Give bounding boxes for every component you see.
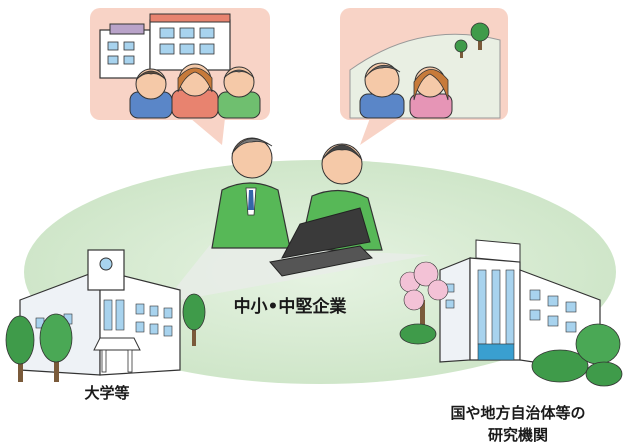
public-research-label-line2: 研究機関 — [487, 426, 548, 444]
laptop-icon — [281, 207, 371, 259]
university-building-icon — [19, 249, 181, 376]
left-thought-bubble — [90, 8, 270, 145]
connection-wedge — [150, 245, 430, 320]
sme-label: 中小•中堅企業 — [233, 297, 347, 317]
university-trees-icon — [5, 293, 206, 382]
cherry-blossom-tree-icon — [399, 261, 449, 345]
school-building-icon — [99, 13, 231, 79]
business-people-icon — [211, 137, 383, 277]
family-people-icon — [129, 63, 261, 119]
bushes-icon — [531, 323, 623, 387]
university-label: 大学等 — [84, 384, 130, 402]
public-research-label-line1: 国や地方自治体等の — [450, 404, 586, 422]
hill-tree-icon — [454, 22, 490, 58]
couple-people-icon — [359, 62, 453, 119]
right-thought-bubble — [340, 8, 508, 145]
clock-icon — [99, 257, 113, 271]
